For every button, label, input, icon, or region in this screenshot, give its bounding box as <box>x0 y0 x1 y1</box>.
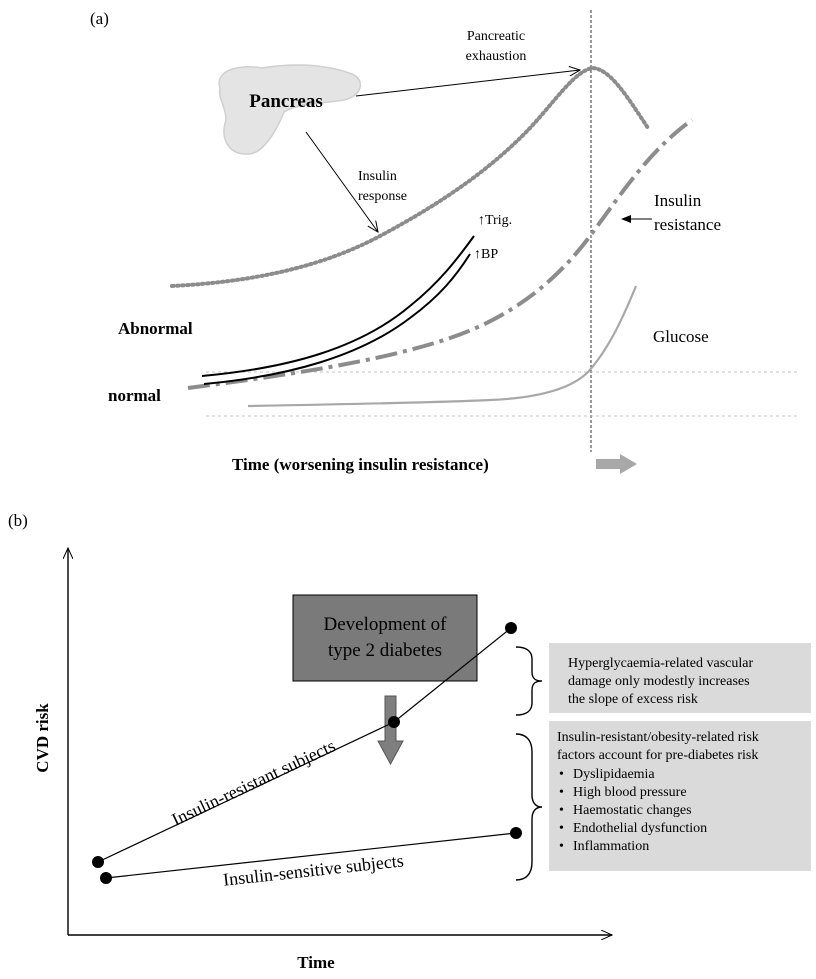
panel-a-label: (a) <box>90 9 109 28</box>
insulin-response-label-2: response <box>358 189 407 204</box>
glucose-curve <box>247 285 638 408</box>
development-box <box>292 594 478 682</box>
insulin-resistance-curve <box>187 118 694 390</box>
exhaustion-arrow <box>355 70 580 97</box>
risk-factor-item: Inflammation <box>573 839 649 854</box>
insulin-resistant-line-1 <box>97 721 395 863</box>
hyperglycaemia-box <box>549 643 811 713</box>
insulin-resistance-label-1: Insulin <box>654 191 702 210</box>
trig-curve <box>201 235 475 377</box>
risk-factor-item: Endothelial dysfunction <box>573 821 707 836</box>
hyperglycaemia-line-1: Hyperglycaemia-related vascular <box>568 656 753 671</box>
risk-factor-item: Dyslipidaemia <box>573 767 655 782</box>
insulin-resistant-label: Insulin-resistant subjects <box>168 735 338 829</box>
bullet-icon: • <box>559 785 564 800</box>
point-sensitive-end <box>510 827 522 839</box>
risk-factor-item: High blood pressure <box>573 785 687 800</box>
y-axis-label: CVD risk <box>33 703 52 773</box>
time-axis-label-a: Time (worsening insulin resistance) <box>232 455 489 474</box>
exhaustion-label-2: exhaustion <box>466 49 527 64</box>
hyperglycaemia-line-2: damage only modestly increases <box>568 674 750 689</box>
insulin-curve <box>170 65 650 288</box>
point-diabetes-onset <box>388 716 400 728</box>
point-resistant-end <box>505 622 517 634</box>
risk-factor-item: Haemostatic changes <box>573 803 692 818</box>
point-sensitive-start <box>100 872 112 884</box>
time-arrow-icon <box>596 454 637 474</box>
panel-a: (a) Pancreas Pancreatic exhaustion Insul… <box>90 9 800 474</box>
pancreas-shape <box>218 64 362 155</box>
bullet-icon: • <box>559 821 564 836</box>
insulin-sensitive-line <box>105 832 517 879</box>
panel-b: (b) CVD risk Time Development of type 2 … <box>8 511 811 972</box>
risk-factors-line-1: Insulin-resistant/obesity-related risk <box>557 730 759 745</box>
panel-b-label: (b) <box>8 511 28 530</box>
bp-label: ↑BP <box>474 247 498 262</box>
bullet-icon: • <box>559 803 564 818</box>
insulin-response-arrow <box>305 131 378 232</box>
bp-curve <box>203 253 471 385</box>
pancreas-label: Pancreas <box>249 91 323 112</box>
abnormal-label: Abnormal <box>118 319 193 338</box>
risk-factors-box <box>549 721 811 871</box>
hyperglycaemia-line-3: the slope of excess risk <box>568 692 698 707</box>
glucose-label: Glucose <box>653 327 709 346</box>
insulin-resistance-label-2: resistance <box>654 215 721 234</box>
down-arrow-icon <box>377 695 404 766</box>
risk-factors-list: • Dyslipidaemia • High blood pressure • … <box>559 767 707 854</box>
bullet-icon: • <box>559 767 564 782</box>
exhaustion-label-1: Pancreatic <box>467 29 525 44</box>
risk-factors-line-2: factors account for pre-diabetes risk <box>557 748 758 763</box>
development-box-line-2: type 2 diabetes <box>328 640 442 661</box>
upper-brace <box>515 646 543 716</box>
insulin-sensitive-label: Insulin-sensitive subjects <box>222 850 405 889</box>
insulin-resistant-line-2 <box>393 627 512 723</box>
lower-brace <box>515 733 543 881</box>
development-box-line-1: Development of <box>324 614 448 635</box>
normal-label: normal <box>108 386 161 405</box>
x-axis-label: Time <box>297 953 335 972</box>
point-resistant-start <box>92 856 104 868</box>
insulin-response-label-1: Insulin <box>358 169 397 184</box>
bullet-icon: • <box>559 839 564 854</box>
trig-label: ↑Trig. <box>478 213 512 228</box>
